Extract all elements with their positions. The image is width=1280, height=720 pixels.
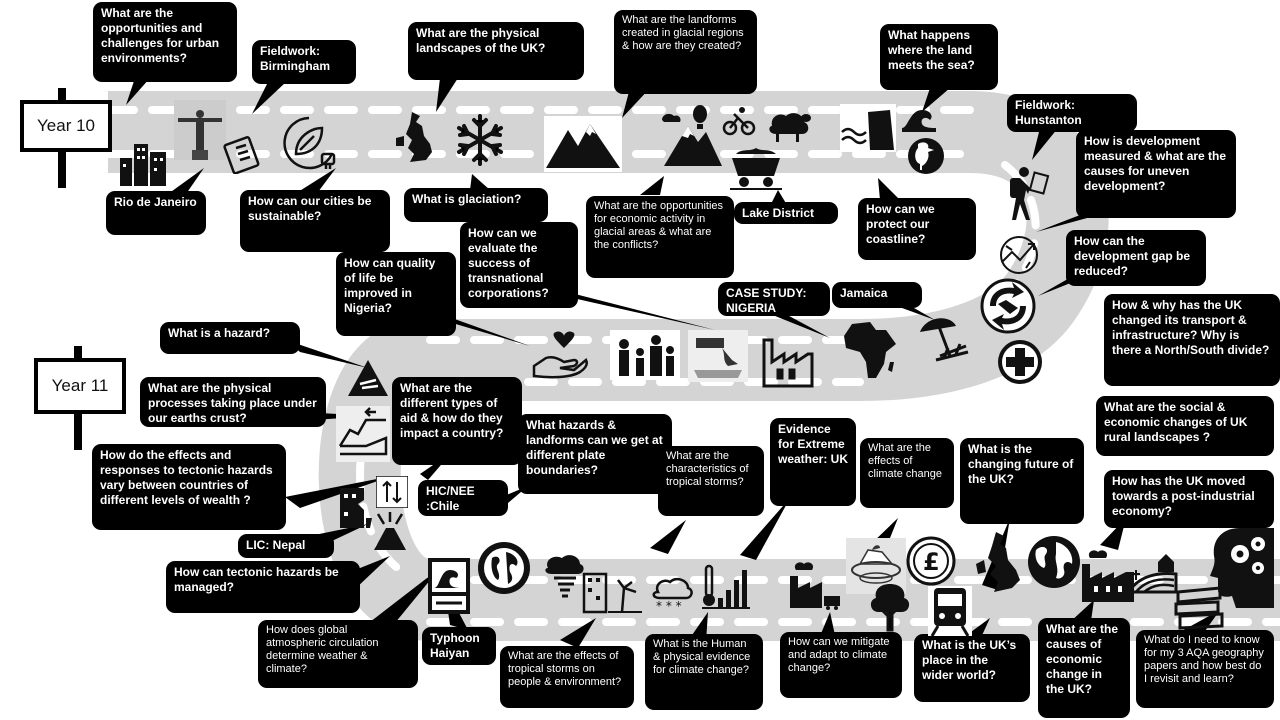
label-protect-coastline-question: How can we protect our coastline?: [858, 198, 976, 260]
label-typhoon-haiyan: Typhoon Haiyan: [422, 627, 496, 665]
africa-map-icon: [844, 322, 896, 378]
label-lic-nepal: LIC: Nepal: [238, 534, 334, 558]
label-mitigate-adapt-question: How can we mitigate and adapt to climate…: [780, 632, 902, 698]
sheep-icon: [769, 113, 811, 142]
cliff-coast-icon: [840, 104, 896, 152]
label-climate-evidence-question: What is the Human & physical evidence fo…: [645, 634, 763, 710]
tsunami-sign-icon: [428, 558, 470, 614]
label-land-meets-sea-question: What happens where the land meets the se…: [880, 24, 998, 90]
label-rio-de-janeiro: Rio de Janeiro: [106, 191, 206, 235]
label-sustainable-cities-question: How can our cities be sustainable?: [240, 190, 390, 252]
industry-pollution-icon: [790, 562, 840, 610]
label-physical-landscapes-question: What are the physical landscapes of the …: [408, 22, 584, 80]
label-urban-question: What are the opportunities and challenge…: [93, 2, 237, 82]
label-development-gap-question: How can the development gap be reduced?: [1066, 230, 1206, 286]
label-changing-future-uk-question: What is the changing future of the UK?: [960, 438, 1084, 524]
clipboard-icon: [223, 136, 260, 174]
label-uk-place-world-question: What is the UK’s place in the wider worl…: [914, 634, 1030, 702]
label-fieldwork-hunstanton: Fieldwork: Hunstanton: [1007, 94, 1137, 132]
snowflake-icon: [457, 114, 503, 166]
earthquake-building-icon: [340, 488, 372, 528]
label-case-study-nigeria: CASE STUDY: NIGERIA: [718, 282, 830, 316]
mountains-icon: [544, 116, 622, 172]
plate-boundary-icon: [336, 406, 390, 462]
hazard-warning-icon: [348, 360, 388, 396]
globe-circulation-icon: [478, 542, 530, 594]
uk-map-icon: [396, 112, 432, 162]
tropical-storm-icon: [545, 555, 584, 598]
sustainable-leaf-plug-icon: [283, 116, 336, 170]
books-icon: [1174, 586, 1224, 630]
year10-sign: Year 10: [20, 100, 112, 152]
label-uk-transport-question: How & why has the UK changed its transpo…: [1104, 294, 1280, 386]
wave-icon: [902, 110, 936, 132]
tree-icon: [870, 584, 910, 632]
label-quality-of-life-question: How can quality of life be improved in N…: [336, 252, 456, 336]
label-hazard-question: What is a hazard?: [160, 322, 300, 354]
label-post-industrial-question: How has the UK moved towards a post-indu…: [1104, 470, 1274, 528]
christ-redeemer-statue-icon: [174, 100, 226, 160]
storm-damage-icon: [582, 572, 642, 614]
label-effects-climate-change-question: What are the effects of climate change: [860, 438, 954, 508]
fault-arrows-icon: [376, 476, 408, 508]
year11-sign: Year 11: [34, 358, 126, 414]
beach-umbrella-icon: [920, 318, 969, 362]
development-globe-icon: [1000, 236, 1038, 274]
label-development-measured-question: How is development measured & what are t…: [1076, 130, 1236, 218]
label-tropical-storms-characteristics-question: What are the characteristics of tropical…: [658, 446, 764, 516]
label-physical-processes-question: What are the physical processes taking p…: [140, 377, 326, 427]
factory-icon: [762, 338, 814, 388]
label-uk-rural-question: What are the social & economic changes o…: [1096, 396, 1274, 456]
label-glacial-landforms-question: What are the landforms created in glacia…: [614, 10, 757, 94]
label-tnc-question: How can we evaluate the success of trans…: [460, 222, 578, 308]
handshake-icon: [980, 278, 1036, 334]
factory-smoke-icon: [1082, 550, 1134, 602]
heart-hand-icon: [532, 331, 588, 379]
svg-text:£: £: [923, 548, 940, 576]
train-icon: [928, 586, 972, 636]
label-glaciation-question: What is glaciation?: [404, 188, 548, 222]
heron-bird-icon: [908, 138, 944, 174]
label-evidence-extreme-weather-uk: Evidence for Extreme weather: UK: [770, 418, 856, 506]
label-glacial-economic-question: What are the opportunities for economic …: [586, 196, 734, 278]
label-revisit-learn-question: What do I need to know for my 3 AQA geog…: [1136, 630, 1274, 708]
volcano-icon: [374, 512, 406, 550]
pound-coin-icon: £: [906, 536, 956, 586]
family-icon: [610, 330, 680, 380]
label-atmospheric-circulation-question: How does global atmospheric circulation …: [258, 620, 418, 688]
pipe-pollution-icon: [688, 330, 748, 382]
glacial-activities-icon: [662, 105, 756, 166]
farm-landscape-icon: [1128, 554, 1178, 594]
label-hic-nee-chile: HIC/NEE :Chile: [418, 480, 508, 516]
label-causes-economic-change-question: What are the causes of economic change i…: [1038, 618, 1130, 718]
uk-silhouette-icon: [976, 532, 1020, 592]
label-lake-district: Lake District: [734, 202, 838, 224]
melting-iceberg-icon: [846, 538, 906, 594]
label-tectonic-effects-question: How do the effects and responses to tect…: [92, 444, 286, 530]
label-jamaica: Jamaica: [832, 282, 922, 308]
hiker-icon: [1010, 167, 1050, 220]
label-tropical-storm-effects-question: What are the effects of tropical storms …: [500, 646, 634, 708]
mine-cart-icon: [730, 148, 782, 190]
snow-cloud-icon: * * *: [652, 577, 693, 612]
head-gears-icon: [1210, 528, 1274, 608]
svg-text:* * *: * * *: [656, 599, 682, 612]
label-types-of-aid-question: What are the different types of aid & ho…: [392, 377, 522, 465]
city-skyline-icon: [120, 144, 166, 186]
label-fieldwork-birmingham: Fieldwork: Birmingham: [252, 40, 356, 84]
label-tectonic-management-question: How can tectonic hazards be managed?: [166, 561, 360, 613]
world-globe-icon: [1028, 536, 1080, 588]
thermometer-chart-icon: [702, 564, 750, 609]
label-plate-boundaries-question: What hazards & landforms can we get at d…: [518, 414, 672, 494]
health-cross-icon: [998, 340, 1042, 384]
